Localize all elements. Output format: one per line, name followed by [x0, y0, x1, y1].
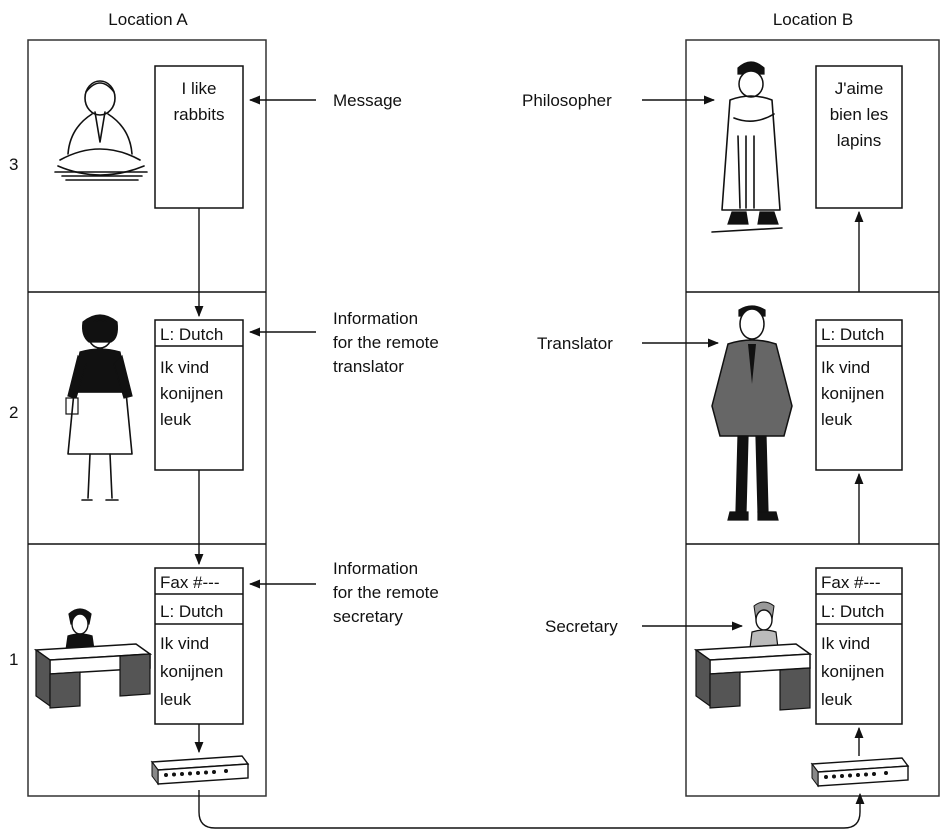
b-layer3-text-2: bien les [830, 105, 889, 124]
b-layer2-text-3: leuk [821, 410, 853, 429]
b-layer2-header: L: Dutch [821, 325, 884, 344]
b-layer2-text-2: konijnen [821, 384, 884, 403]
b-layer3-text-3: lapins [837, 131, 881, 150]
woman-translator-icon [65, 314, 133, 501]
secretary-desk-icon [693, 601, 813, 711]
b-layer2-text-1: Ik vind [821, 358, 870, 377]
label-info-secretary-2: for the remote [333, 583, 439, 602]
a-layer3-text-1: I like [182, 79, 217, 98]
a-layer1-fax-header: Fax #--- [160, 573, 220, 592]
a-layer1-lang-header: L: Dutch [160, 602, 223, 621]
label-info-translator-1: Information [333, 309, 418, 328]
b-layer1-text-1: Ik vind [821, 634, 870, 653]
location-a-label: Location A [108, 10, 188, 29]
label-secretary: Secretary [545, 617, 618, 636]
label-message: Message [333, 91, 402, 110]
label-info-secretary-1: Information [333, 559, 418, 578]
fax-machine-icon [810, 757, 910, 788]
b-layer2-box [815, 319, 903, 471]
b-layer1-lang-header: L: Dutch [821, 602, 884, 621]
a-layer2-header: L: Dutch [160, 325, 223, 344]
location-b-label: Location B [773, 10, 853, 29]
layer-number-1-left: 1 [9, 650, 18, 669]
secretary-desk-icon [33, 608, 153, 709]
monk-philosopher-icon [711, 61, 783, 233]
layer-number-2-left: 2 [9, 403, 18, 422]
a-layer2-box [154, 319, 244, 471]
a-layer1-text-2: konijnen [160, 662, 223, 681]
b-layer1-fax-header: Fax #--- [821, 573, 881, 592]
a-layer1-text-3: leuk [160, 690, 192, 709]
a-layer2-text-1: Ik vind [160, 358, 209, 377]
layer-number-3-left: 3 [9, 155, 18, 174]
label-philosopher: Philosopher [522, 91, 612, 110]
a-layer3-message-box [154, 65, 244, 209]
b-layer1-text-3: leuk [821, 690, 853, 709]
fax-transmission-line [198, 790, 865, 829]
a-layer2-text-3: leuk [160, 410, 192, 429]
b-layer1-text-2: konijnen [821, 662, 884, 681]
label-info-translator-2: for the remote [333, 333, 439, 352]
a-layer3-text-2: rabbits [173, 105, 224, 124]
meditating-philosopher-icon [54, 80, 148, 181]
label-info-secretary-3: secretary [333, 607, 403, 626]
b-layer3-message-box [815, 65, 903, 209]
b-layer3-text-1: J'aime [835, 79, 884, 98]
fax-machine-icon [150, 755, 250, 786]
label-info-translator-3: translator [333, 357, 404, 376]
label-translator: Translator [537, 334, 613, 353]
a-layer2-text-2: konijnen [160, 384, 223, 403]
man-translator-icon [711, 305, 793, 521]
a-layer1-text-1: Ik vind [160, 634, 209, 653]
